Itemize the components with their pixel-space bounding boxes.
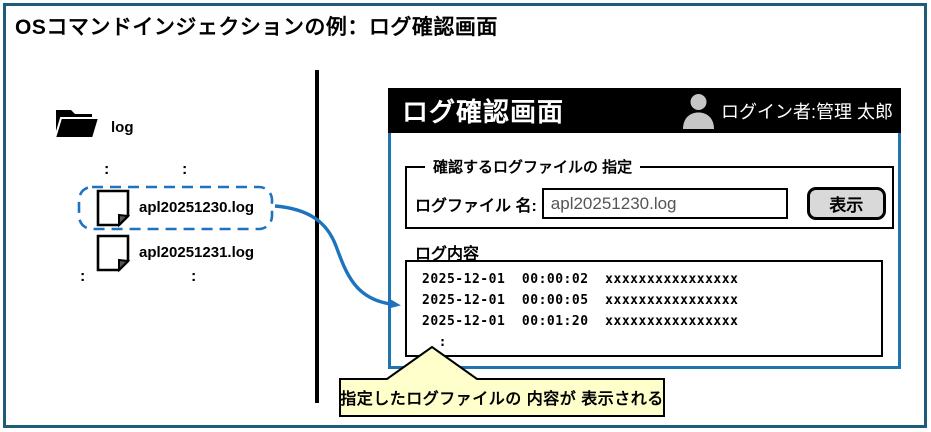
file-select-fieldset: 確認するログファイルの 指定 ログファイル 名: 表示 — [405, 156, 894, 229]
vertical-divider — [315, 70, 319, 403]
file-name-label: ログファイル 名: — [415, 197, 537, 215]
screen-header: ログ確認画面 ログイン者:管理 太郎 — [388, 88, 901, 133]
log-line: 2025-12-01 00:00:02 xxxxxxxxxxxxxxxx — [422, 272, 739, 287]
file-field-row: ログファイル 名: 表示 — [413, 187, 886, 220]
outer-frame — [3, 3, 927, 428]
fieldset-legend: 確認するログファイルの 指定 — [433, 159, 633, 176]
callout-text: 指定したログファイルの 内容が 表示される — [340, 391, 664, 408]
show-button[interactable]: 表示 — [806, 187, 886, 220]
log-content-box: 2025-12-01 00:00:02 xxxxxxxxxxxxxxxx 202… — [405, 260, 883, 357]
folder-label: log — [111, 119, 134, 136]
callout-bubble — [339, 345, 665, 417]
folder-icon — [54, 110, 101, 139]
screen-body: 確認するログファイルの 指定 ログファイル 名: 表示 ログ内容 2025-12… — [388, 133, 901, 369]
file-name: apl20251230.log — [139, 199, 255, 216]
screen-title: ログ確認画面 — [402, 97, 565, 127]
highlight-dashed-box — [77, 185, 274, 231]
login-user-label: ログイン者:管理 太郎 — [720, 101, 893, 122]
user-icon — [682, 94, 714, 129]
log-screen-mockup: ログ確認画面 ログイン者:管理 太郎 確認するログファイルの 指定 ログファイル… — [388, 88, 901, 369]
file-icon — [96, 189, 131, 228]
ellipsis-colon: : — [191, 268, 197, 285]
log-content-label: ログ内容 — [415, 246, 480, 263]
log-line: 2025-12-01 00:00:05 xxxxxxxxxxxxxxxx — [422, 293, 739, 308]
ellipsis-colon: : — [80, 268, 86, 285]
log-filename-input[interactable] — [541, 188, 788, 219]
log-line: : — [422, 335, 447, 350]
diagram-title: OSコマンドインジェクションの例：ログ確認画面 — [15, 16, 498, 39]
file-name: apl20251231.log — [139, 244, 255, 261]
file-icon — [96, 234, 131, 273]
log-line: 2025-12-01 00:01:20 xxxxxxxxxxxxxxxx — [422, 314, 739, 329]
ellipsis-colon: : — [104, 161, 110, 178]
ellipsis-colon: : — [182, 161, 188, 178]
